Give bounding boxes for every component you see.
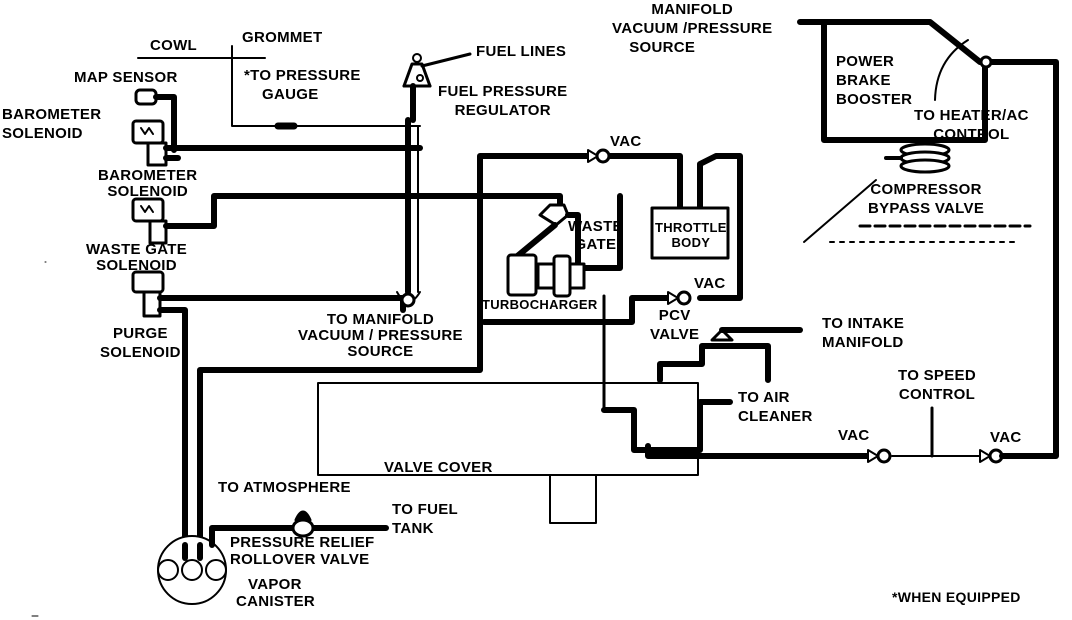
compressor-bypass-line-1: COMPRESSOR [870,181,982,198]
vapor-canister-shape [157,525,389,605]
to-air-cleaner-label: TO AIR CLEANER [738,388,813,426]
cowl-label: COWL [150,37,198,54]
barometer-solenoid-a [131,119,423,167]
to-manifold-source-line-2: VACUUM / PRESSURE [298,327,463,344]
fuel-lines-label: FUEL LINES [476,43,567,60]
compressor-bypass-valve [803,142,1032,243]
pressure-relief-line-1: PRESSURE RELIEF [230,534,375,551]
compressor-bypass-line-2: BYPASS VALVE [868,200,985,217]
vac-label-speed-right: VAC [990,429,1022,446]
pcv-valve-line-2: VALVE [650,326,700,343]
vac-label-throttle: VAC [610,133,642,150]
throttle-body [650,206,730,260]
to-air-cleaner-line-2: CLEANER [738,408,813,425]
map-sensor [134,88,177,153]
purge-solenoid-label: PURGE SOLENOID [100,324,181,362]
to-heater-ac-line-1: TO HEATER/AC [914,107,1029,124]
to-manifold-source-line-3: SOURCE [347,343,414,360]
throttle-vac-hose [477,148,743,301]
waste-gate-solenoid-line-1: WASTE GATE [86,241,188,258]
compressor-bypass-label: COMPRESSOR BYPASS VALVE [868,180,984,218]
throttle-body-line-1: THROTTLE [655,220,727,235]
power-brake-booster-line-2: BRAKE [836,72,891,89]
purge-solenoid-line-2: SOLENOID [100,344,181,361]
waste-gate-label: WASTE GATE [568,218,623,254]
to-manifold-source-line-1: TO MANIFOLD [326,311,435,328]
to-pressure-gauge-label: *TO PRESSURE GAUGE [244,66,361,104]
pcv-valve-label: PCV VALVE [650,306,699,344]
vac-label-pcv: VAC [694,275,726,292]
when-equipped-note: *WHEN EQUIPPED [892,589,1021,605]
to-manifold-source-label: TO MANIFOLD VACUUM / PRESSURE SOURCE [298,312,463,360]
vapor-canister-label: VAPOR CANISTER [236,576,315,610]
power-brake-booster-label: POWER BRAKE BOOSTER [836,52,912,109]
fuel-pressure-regulator [402,52,472,123]
manifold-source-top-line-2: VACUUM /PRESSURE [612,20,773,37]
waste-gate-line-2: GATE [574,236,617,253]
valve-cover-label: VALVE COVER [384,459,493,476]
to-atmosphere-label: TO ATMOSPHERE [218,479,351,496]
to-fuel-tank-line-1: TO FUEL [392,501,458,518]
manifold-source-top-line-1: MANIFOLD [651,1,733,18]
vapor-canister-line-2: CANISTER [236,593,316,610]
to-heater-ac-line-2: CONTROL [933,126,1010,143]
to-intake-manifold-line-2: MANIFOLD [822,334,904,351]
to-speed-control-label: TO SPEED CONTROL [898,366,976,404]
cowl-line [137,45,266,71]
pcv-hose [481,290,692,412]
manifold-source-top-label: MANIFOLD VACUUM /PRESSURE SOURCE [612,0,772,57]
pressure-relief-label: PRESSURE RELIEF ROLLOVER VALVE [230,534,375,568]
fuel-pressure-regulator-label: FUEL PRESSURE REGULATOR [438,82,567,120]
turbocharger [506,253,586,298]
pressure-gauge-hose [231,69,421,130]
manifold-source-top-line-3: SOURCE [629,39,696,56]
pressure-relief-line-2: ROLLOVER VALVE [230,551,370,568]
to-intake-manifold-line-1: TO INTAKE [822,315,905,332]
power-brake-booster [797,19,993,143]
to-fuel-tank-label: TO FUEL TANK [392,500,458,538]
to-fuel-tank-line-2: TANK [392,520,434,537]
barometer-solenoid-b-label: BAROMETER SOLENOID [98,168,197,200]
barometer-solenoid-a-line-2: SOLENOID [2,125,83,142]
map-sensor-label: MAP SENSOR [74,69,178,86]
waste-gate-solenoid-line-2: SOLENOID [96,257,177,274]
barometer-solenoid-a-line-1: BAROMETER [2,106,102,123]
power-brake-booster-line-3: BOOSTER [836,91,913,108]
throttle-body-label: THROTTLE BODY [655,220,727,250]
to-intake-manifold-label: TO INTAKE MANIFOLD [822,314,904,352]
pressure-relief-valve [291,510,315,538]
to-air-cleaner-line-1: TO AIR [738,389,790,406]
vac-label-speed-left: VAC [838,427,870,444]
waste-gate-solenoid-label: WASTE GATE SOLENOID [86,242,187,274]
waste-gate-line-1: WASTE [568,218,623,235]
fuel-pressure-regulator-line-1: FUEL PRESSURE [438,83,568,100]
vapor-canister-line-1: VAPOR [248,576,302,593]
grommet-label: GROMMET [242,29,323,46]
to-speed-control-line-2: CONTROL [898,386,976,403]
barometer-solenoid-b-line-1: BAROMETER [98,167,198,184]
purge-hose [197,117,483,548]
to-heater-ac-label: TO HEATER/AC CONTROL [914,106,1029,144]
to-speed-control-line-1: TO SPEED [898,367,976,384]
fuel-pressure-regulator-line-2: REGULATOR [454,102,551,119]
pcv-valve [657,327,803,383]
power-brake-booster-line-1: POWER [836,53,895,70]
pcv-valve-line-1: PCV [658,307,691,324]
waste-gate-solenoid [131,270,406,548]
turbocharger-label: TURBOCHARGER [482,297,598,312]
air-cleaner-hose [601,399,733,453]
barometer-solenoid-b [131,193,563,245]
throttle-body-line-2: BODY [671,235,711,250]
to-pressure-gauge-line-2: GAUGE [262,86,319,103]
purge-solenoid-line-1: PURGE [112,325,168,342]
barometer-solenoid-b-line-2: SOLENOID [107,183,189,200]
barometer-solenoid-a-label: BAROMETER SOLENOID [2,105,101,143]
speed-control-hose [645,59,1059,464]
to-pressure-gauge-line-1: *TO PRESSURE [244,67,361,84]
